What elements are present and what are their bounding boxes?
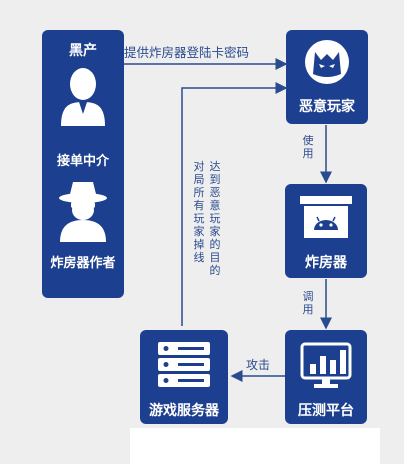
malicious-player-label: 恶意玩家 [299, 99, 355, 115]
black-market-card: 黑产 接单中介 炸房器作者 [42, 30, 124, 298]
game-server-label: 游戏服务器 [149, 403, 219, 419]
game-server-card: 游戏服务器 [140, 330, 228, 424]
arrow-feedback [181, 82, 288, 326]
edge-label-provide: 提供炸房器登陆卡密码 [124, 45, 250, 60]
bomber-author-label: 炸房器作者 [50, 256, 116, 271]
edge-label-invoke: 调用 [302, 290, 314, 316]
room-bomber-card: 炸房器 [285, 184, 367, 278]
edge-label-attack: 攻击 [246, 358, 271, 372]
room-bomber-label: 炸房器 [305, 255, 347, 271]
bottom-white-strip [130, 428, 380, 464]
black-market-title: 黑产 [69, 43, 97, 59]
stress-platform-label: 压测平台 [298, 403, 354, 419]
server-stack-icon [156, 340, 212, 394]
edge-label-use: 使用 [302, 134, 314, 160]
person-icon [59, 64, 107, 130]
edge-label-disconnect: 对局所有玩家掉线 [193, 160, 205, 264]
android-box-icon [298, 194, 354, 244]
malicious-player-card: 恶意玩家 [286, 30, 368, 124]
bar-chart-monitor-icon [300, 342, 352, 394]
stress-platform-card: 压测平台 [285, 330, 367, 424]
intermediary-label: 接单中介 [56, 154, 109, 169]
spy-icon [57, 180, 109, 246]
edge-label-goal: 达到恶意玩家的目的 [209, 160, 221, 277]
devil-face-icon [303, 38, 351, 90]
